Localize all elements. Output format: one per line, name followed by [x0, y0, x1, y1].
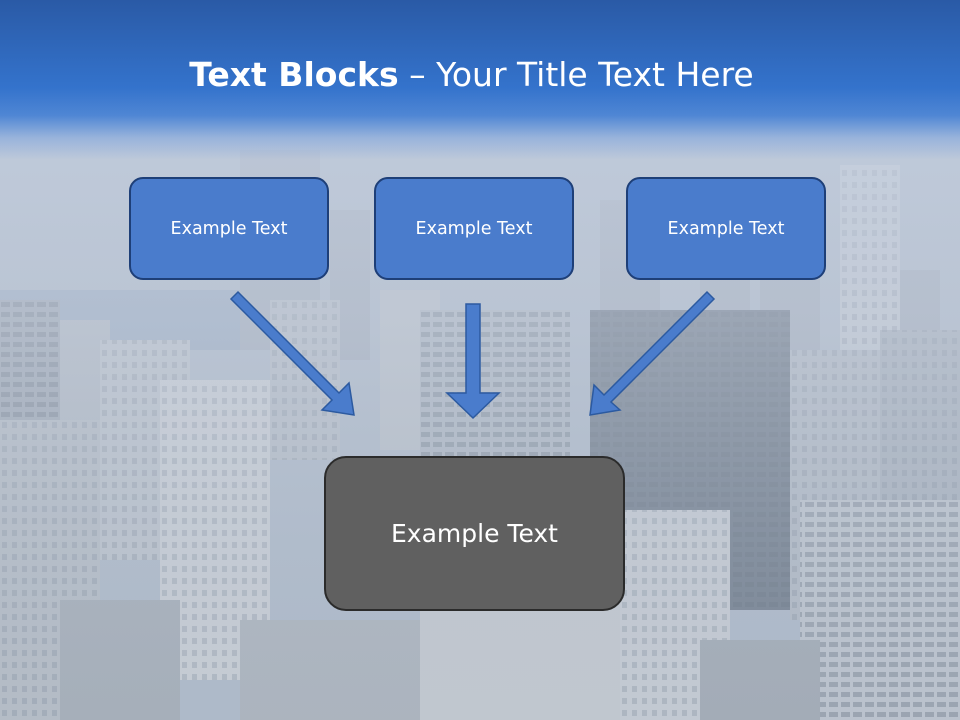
text-block-2[interactable]: Example Text	[374, 177, 574, 280]
main-text-block[interactable]: Example Text	[324, 456, 625, 611]
arrow-center-icon	[445, 303, 501, 420]
text-block-1[interactable]: Example Text	[129, 177, 329, 280]
arrow-right-icon	[589, 290, 716, 416]
slide-title: Text Blocks – Your Title Text Here	[0, 52, 943, 98]
text-block-1-label: Example Text	[170, 218, 288, 239]
text-block-2-label: Example Text	[415, 218, 533, 239]
arrow-left-icon	[229, 290, 355, 416]
title-bold-part: Text Blocks	[189, 55, 399, 94]
text-block-3[interactable]: Example Text	[626, 177, 826, 280]
title-separator: –	[398, 55, 437, 94]
title-bar	[0, 0, 960, 160]
title-rest-part: Your Title Text Here	[436, 55, 754, 94]
main-text-block-label: Example Text	[391, 519, 558, 548]
text-block-3-label: Example Text	[667, 218, 785, 239]
